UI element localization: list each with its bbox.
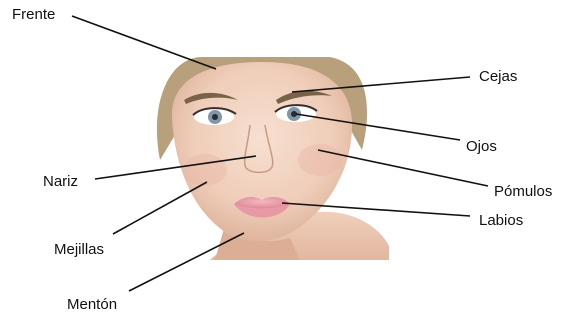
label-labios: Labios	[479, 213, 523, 228]
leader-line-frente	[72, 16, 216, 69]
label-pomulos: Pómulos	[494, 184, 552, 199]
label-ojos: Ojos	[466, 139, 497, 154]
label-menton: Mentón	[67, 297, 117, 312]
label-nariz: Nariz	[43, 174, 78, 189]
label-frente: Frente	[12, 7, 55, 22]
label-mejillas: Mejillas	[54, 242, 104, 257]
label-cejas: Cejas	[479, 69, 517, 84]
